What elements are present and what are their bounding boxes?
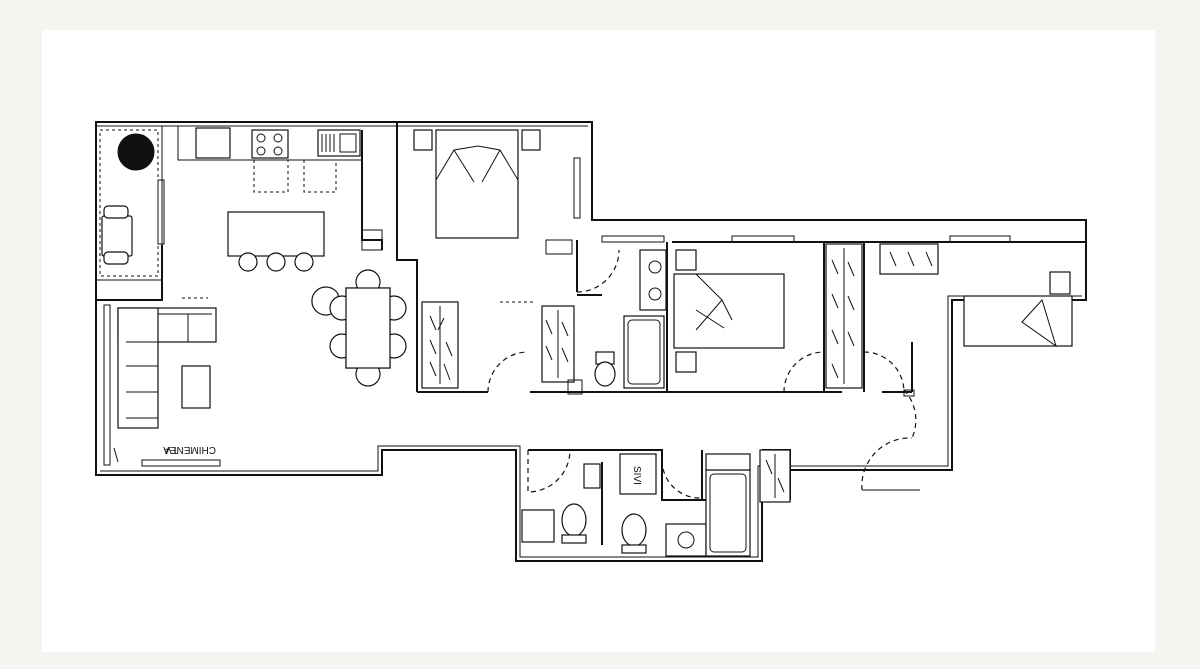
kitchen bbox=[177, 126, 383, 272]
windows bbox=[103, 157, 1011, 466]
bedroom-2 bbox=[673, 243, 863, 389]
bedroom-3 bbox=[879, 243, 1073, 348]
living: TV CHIMENEA bbox=[113, 297, 221, 467]
bathroom-1 bbox=[594, 249, 667, 389]
lower-bathroom-1 bbox=[521, 463, 601, 544]
bedroom-1 bbox=[413, 129, 583, 395]
fridge-label: SIVI bbox=[631, 466, 642, 485]
terrace bbox=[95, 125, 163, 281]
doors bbox=[487, 249, 917, 499]
dining bbox=[311, 269, 407, 387]
fireplace-label: CHIMENEA bbox=[163, 444, 216, 455]
lower-bathroom-2: SIVI bbox=[619, 449, 791, 557]
floor-plan: TV CHIMENEA bbox=[95, 121, 1087, 562]
plan-sheet: TV CHIMENEA bbox=[42, 30, 1155, 652]
interior-walls bbox=[96, 122, 1086, 545]
entrance bbox=[862, 389, 920, 491]
outer-walls bbox=[95, 121, 1087, 562]
tv-label: TV bbox=[165, 444, 178, 455]
